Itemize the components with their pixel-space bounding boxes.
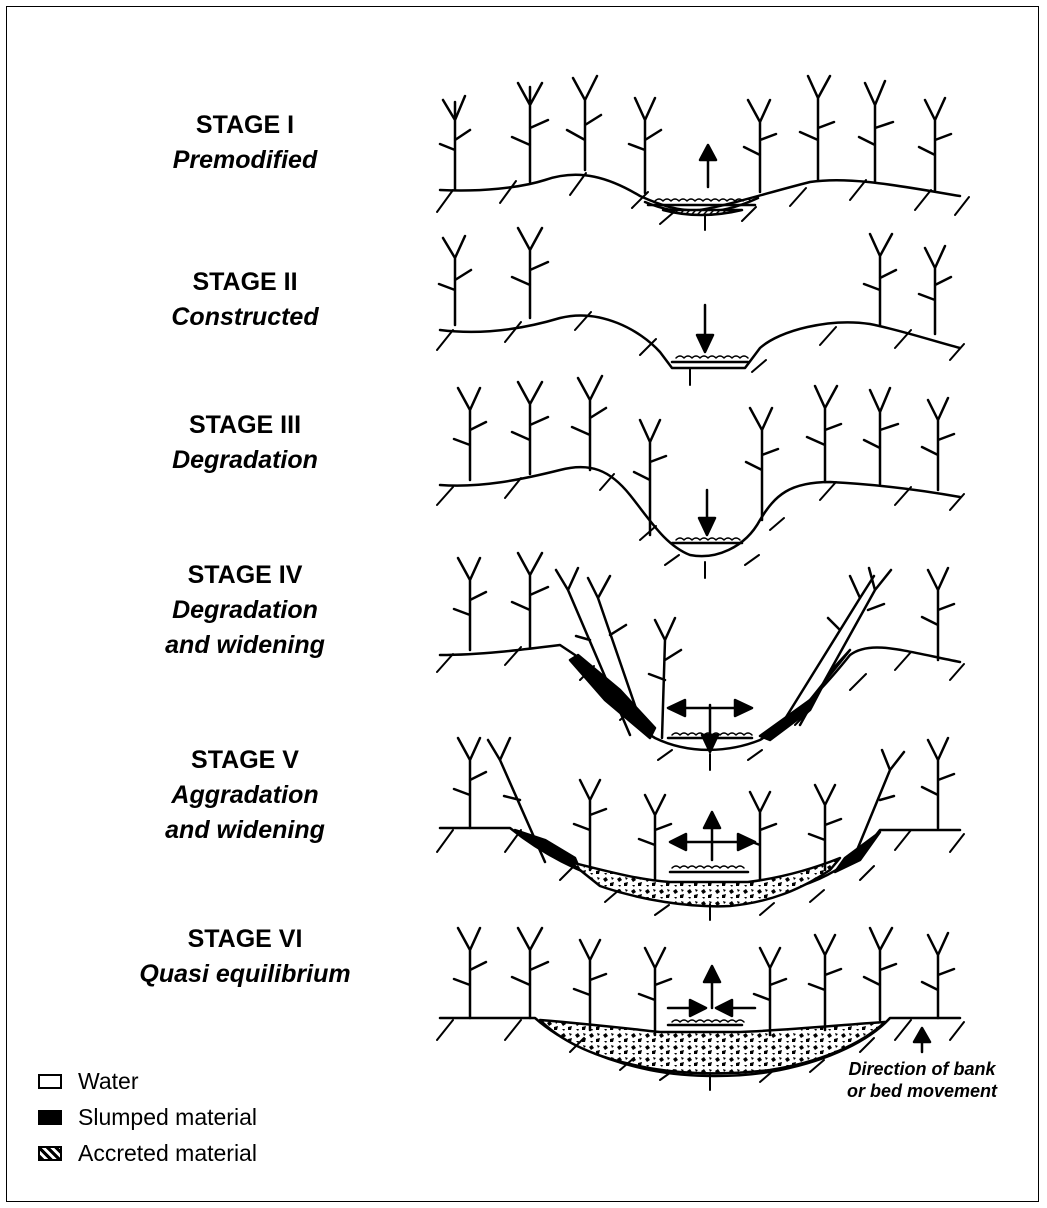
slumped-swatch-icon — [38, 1110, 62, 1125]
direction-arrow-icon — [914, 1028, 930, 1052]
accreted-swatch-icon — [38, 1146, 62, 1161]
legend-item-water: Water — [38, 1066, 139, 1096]
legend-label-accreted: Accreted material — [78, 1140, 257, 1167]
direction-note-line1: Direction of bank — [812, 1058, 1032, 1080]
legend-label-slumped: Slumped material — [78, 1104, 257, 1131]
legend-label-water: Water — [78, 1068, 139, 1095]
stage-5-drawing — [437, 738, 964, 920]
stage-3-drawing — [437, 376, 964, 578]
stage-4-drawing — [437, 553, 964, 770]
legend-item-slumped: Slumped material — [38, 1102, 257, 1132]
water-swatch-icon — [38, 1074, 62, 1089]
direction-note-line2: or bed movement — [812, 1080, 1032, 1102]
stage-1-drawing — [437, 76, 969, 230]
stage-1-trees — [440, 76, 951, 193]
direction-note: Direction of bank or bed movement — [812, 1058, 1032, 1102]
legend-item-accreted: Accreted material — [38, 1138, 257, 1168]
stage-2-drawing — [437, 228, 964, 385]
